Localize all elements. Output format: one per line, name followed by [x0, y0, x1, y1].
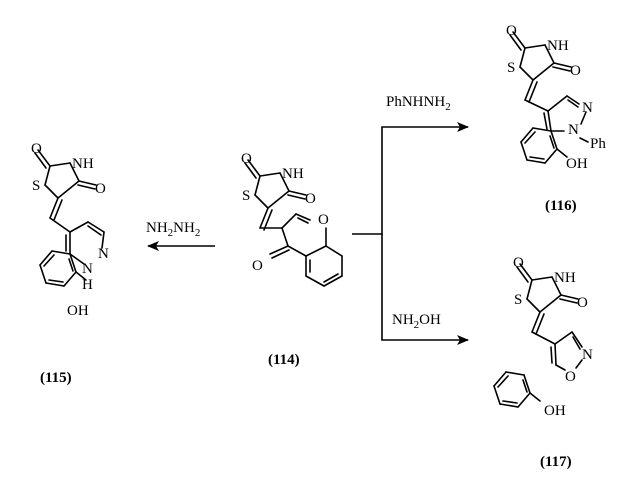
compound-115-structure: O NH S O N N H OH [31, 141, 109, 319]
atom-ph: Ph [590, 136, 606, 152]
atom-s: S [514, 292, 522, 308]
atom-n: N [98, 246, 109, 262]
atom-nh: NH [72, 156, 94, 172]
atom-s: S [32, 178, 40, 194]
atom-oh: OH [67, 303, 89, 319]
atom-carbonyl-o: O [241, 151, 252, 167]
atom-oh: OH [566, 156, 588, 172]
reagent-hydroxylamine: NH2OH [392, 312, 441, 331]
arrow-to-116 [352, 122, 469, 235]
compound-114-structure: O NH S O O O [241, 151, 343, 287]
atom-s: S [242, 188, 250, 204]
atom-carbonyl-o: O [305, 191, 316, 207]
compound-label-114: (114) [268, 352, 300, 368]
atom-n: N [82, 261, 93, 277]
compound-117-structure: O NH S O N O OH [493, 255, 593, 419]
compound-label-117: (117) [540, 454, 572, 470]
atom-n: N [582, 100, 593, 116]
compound-116-structure: O NH S O N N Ph OH [506, 23, 606, 172]
atom-carbonyl-o: O [95, 181, 106, 197]
atom-s: S [507, 60, 515, 76]
compound-label-116: (116) [545, 198, 577, 214]
atom-nh: NH [547, 38, 569, 54]
atom-carbonyl-o: O [506, 23, 517, 39]
atom-ketone-o: O [252, 258, 263, 274]
atom-n: N [582, 347, 593, 363]
atom-oh: OH [544, 403, 566, 419]
reagent-phenylhydrazine: PhNHNH2 [386, 94, 451, 113]
atom-nh: NH [282, 166, 304, 182]
atom-carbonyl-o: O [31, 141, 42, 157]
atom-ring-o: O [565, 369, 576, 385]
atom-nh: NH [554, 270, 576, 286]
compound-label-115: (115) [40, 370, 72, 386]
reagent-hydrazine: NH2NH2 [146, 220, 200, 239]
atom-carbonyl-o: O [513, 255, 524, 271]
atom-carbonyl-o: O [577, 295, 588, 311]
atom-ring-o: O [318, 212, 329, 228]
arrow-to-117 [381, 234, 469, 345]
atom-carbonyl-o: O [570, 63, 581, 79]
atom-n: N [568, 122, 579, 138]
atom-h: H [82, 277, 93, 293]
